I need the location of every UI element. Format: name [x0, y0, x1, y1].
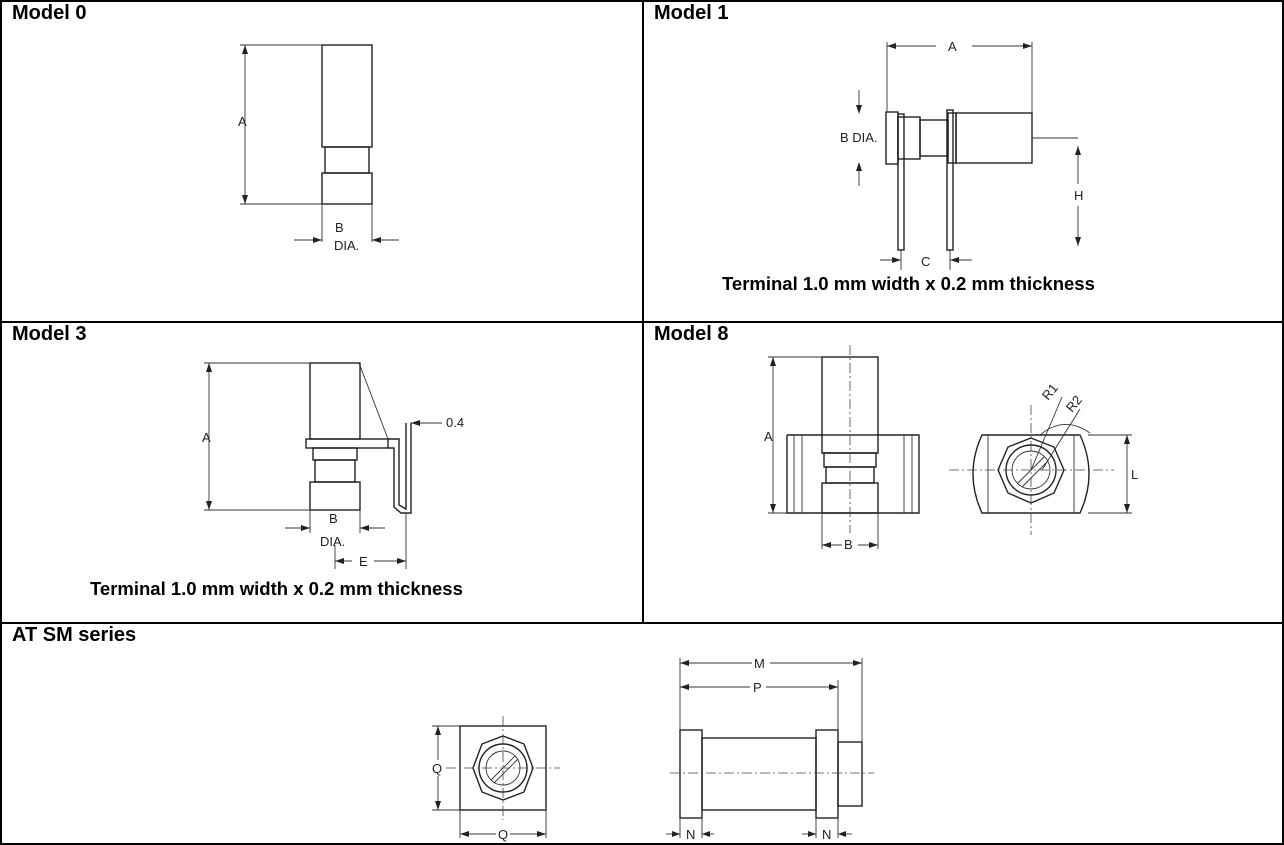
model-3-dimension-e: [334, 513, 407, 569]
model-1-dimension-bdia: [856, 90, 862, 186]
model-0-label-b: B: [335, 220, 344, 235]
model-1-caption: Terminal 1.0 mm width x 0.2 mm thickness: [722, 273, 1095, 294]
model-3-dimension-thickness: [411, 420, 442, 426]
cell-model-0: Model 0 A B: [0, 0, 644, 323]
model-1-dimension-a: [886, 42, 1033, 113]
model-8-top-view: [949, 396, 1114, 535]
model-0-dimension-a: [240, 44, 322, 205]
model-8-dimension-a: [768, 356, 822, 514]
at-sm-label-n-right: N: [822, 827, 831, 842]
model-1-title: Model 1: [654, 2, 729, 24]
model-8-dimension-b: [822, 542, 878, 548]
at-sm-dimension-p: [680, 684, 838, 690]
model-3-dimension-a: [204, 362, 310, 511]
model-0-label-a: A: [238, 114, 247, 129]
model-3-dimension-b: [285, 525, 385, 531]
model-8-title: Model 8: [654, 323, 729, 345]
model-8-front-view: [786, 345, 920, 549]
model-1-body: [885, 109, 1078, 251]
cell-model-8: Model 8: [642, 321, 1284, 624]
at-sm-dimension-q-bottom: [459, 810, 547, 838]
at-sm-series-title: AT SM series: [12, 624, 137, 646]
at-sm-end-view: [446, 716, 560, 820]
model-0-title: Model 0: [12, 2, 87, 24]
at-sm-side-view: [670, 658, 874, 819]
model-8-drawing: A B R1: [764, 345, 1138, 552]
model-3-drawing: A 0.4 B DIA. E: [202, 362, 464, 569]
model-8-dimension-l: [1088, 434, 1132, 514]
model-3-label-a: A: [202, 430, 211, 445]
model-3-label-dia: DIA.: [320, 534, 345, 549]
model-8-label-b: B: [844, 537, 853, 552]
model-0-label-dia: DIA.: [334, 238, 359, 253]
at-sm-label-q-bottom: Q: [498, 827, 508, 842]
at-sm-label-q-side: Q: [432, 761, 442, 776]
model-1-label-h: H: [1074, 188, 1083, 203]
model-0-dimension-b: [294, 237, 399, 243]
model-3-label-b: B: [329, 511, 338, 526]
model-8-label-l: L: [1131, 467, 1138, 482]
model-1-label-bdia: B DIA.: [840, 130, 878, 145]
model-0-drawing: A B DIA.: [238, 44, 399, 253]
model-3-label-e: E: [359, 554, 368, 569]
cell-model-3: Model 3 A: [0, 321, 644, 624]
model-1-label-c: C: [921, 254, 930, 269]
model-3-label-thickness: 0.4: [446, 415, 464, 430]
cell-model-1: Model 1 A: [642, 0, 1284, 323]
at-sm-series-drawing: Q Q: [432, 656, 874, 842]
model-8-label-a: A: [764, 429, 773, 444]
model-1-dimension-h: [1075, 146, 1081, 246]
at-sm-dimension-n-left: [666, 818, 714, 838]
model-3-caption: Terminal 1.0 mm width x 0.2 mm thickness: [90, 578, 463, 599]
model-8-label-r1: R1: [1039, 381, 1061, 403]
at-sm-dimension-m: [680, 660, 862, 666]
at-sm-label-n-left: N: [686, 827, 695, 842]
model-3-title: Model 3: [12, 323, 87, 345]
model-1-label-a: A: [948, 39, 957, 54]
model-3-body: [305, 362, 412, 533]
model-1-drawing: A B DIA. H C: [840, 39, 1083, 270]
at-sm-dimension-q-side: [432, 725, 460, 811]
model-8-label-r2: R2: [1063, 393, 1085, 415]
model-0-body: [321, 44, 373, 242]
at-sm-label-p: P: [753, 680, 762, 695]
at-sm-dimension-n-right: [802, 818, 852, 838]
cell-at-sm-series: AT SM series Q: [0, 622, 1284, 845]
at-sm-label-m: M: [754, 656, 765, 671]
model-1-dimension-c: [880, 250, 972, 270]
